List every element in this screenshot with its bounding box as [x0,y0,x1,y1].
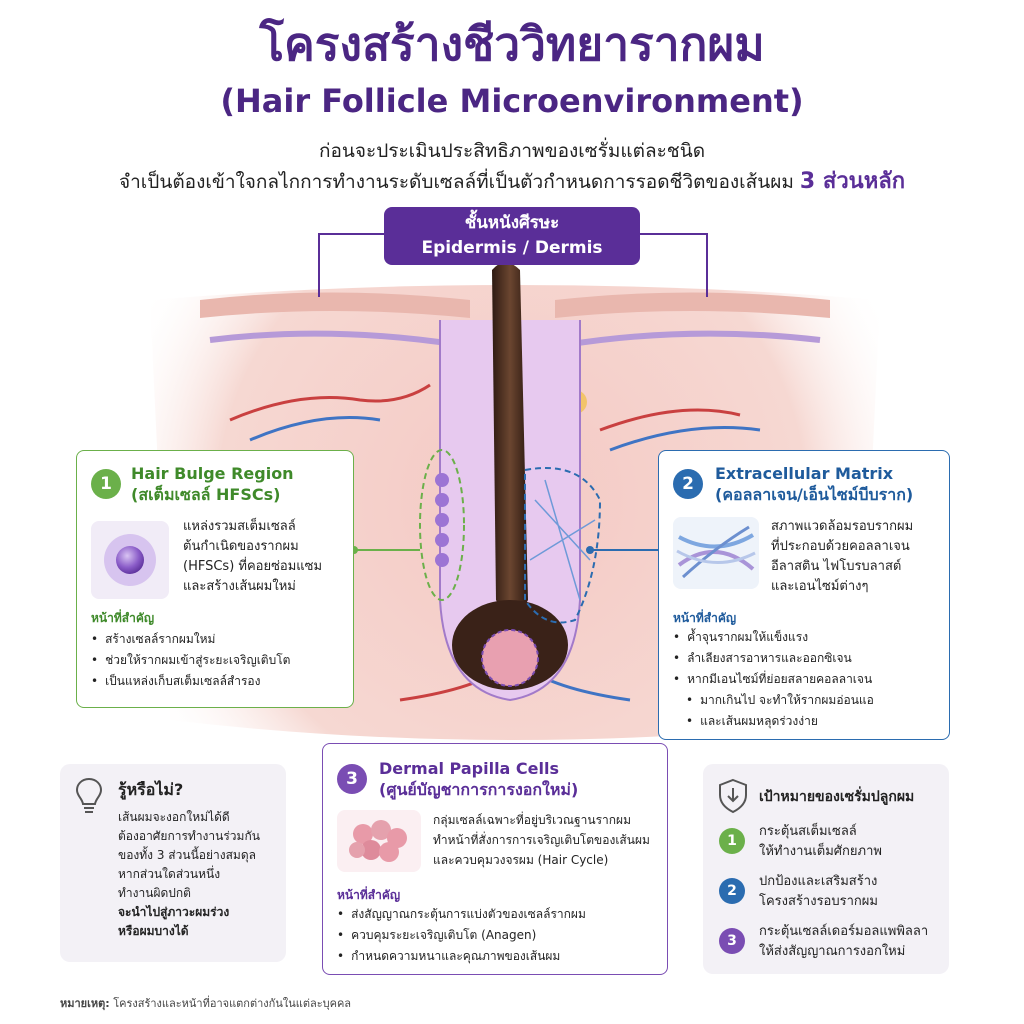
card-title: Hair Bulge Region [131,464,294,483]
epidermis-layer [200,292,470,318]
lightbulb-icon [75,777,103,813]
goal-item-1: 1 กระตุ้นสเต็มเซลล์ ให้ทำงานเต็มศักยภาพ [719,822,943,866]
footnote-label: หมายเหตุ: [60,997,110,1010]
page-subtitle: (Hair Follicle Microenvironment) [220,82,804,120]
intro-line-2: จำเป็นต้องเข้าใจกลไกการทำงานระดับเซลล์ที… [0,166,1024,198]
card-description: กลุ่มเซลล์เฉพาะที่อยู่บริเวณฐานรากผม ทำห… [433,813,650,867]
card-subtitle: (คอลลาเจน/เอ็นไซม์บีบราก) [715,485,914,504]
goal-text: กระตุ้นสเต็มเซลล์ ให้ทำงานเต็มศักยภาพ [759,824,882,859]
card-role-label: หน้าที่สำคัญ [337,888,401,902]
list-item-continued: มากเกินไป จะทำให้รากผมอ่อนแอ [673,690,874,711]
list-item: เป็นแหล่งเก็บสเต็มเซลล์สำรอง [91,671,290,692]
did-you-know-text: เส้นผมจะงอกใหม่ได้ดี ต้องอาศัยการทำงานร่… [118,810,260,938]
card-dermal-papilla: 3 Dermal Papilla Cells (ศูนย์บัญชาการการ… [322,743,668,975]
card-number: 3 [337,764,367,794]
collagen-fibers-icon [673,517,759,589]
goal-text: ปกป้องและเสริมสร้าง โครงสร้างรอบรากผม [759,874,878,909]
list-item: ลำเลียงสารอาหารและออกซิเจน [673,648,874,669]
papilla-cells-icon [337,810,421,872]
goal-number: 3 [719,928,745,954]
card-extracellular-matrix: 2 Extracellular Matrix (คอลลาเจน/เอ็นไซม… [658,450,950,740]
footnote-text: โครงสร้างและหน้าที่อาจแตกต่างกันในแต่ละบ… [113,997,352,1010]
card-role-list: สร้างเซลล์รากผมใหม่ ช่วยให้รากผมเข้าสู่ร… [91,629,290,692]
footnote: หมายเหตุ: โครงสร้างและหน้าที่อาจแตกต่างก… [60,994,351,1012]
goal-item-2: 2 ปกป้องและเสริมสร้าง โครงสร้างรอบรากผม [719,872,943,916]
shield-check-icon [719,778,747,814]
card-hair-bulge: 1 Hair Bulge Region (สเต็มเซลล์ HFSCs) แ… [76,450,354,708]
serum-goal-box: เป้าหมายของเซรั่มปลูกผม 1 กระตุ้นสเต็มเซ… [703,764,949,974]
scalp-layer-label: ชั้นหนังศีรษะ Epidermis / Dermis [384,207,640,265]
list-item: ส่งสัญญาณกระตุ้นการแบ่งตัวของเซลล์รากผม [337,904,586,925]
list-item: กำหนดความหนาและคุณภาพของเส้นผม [337,946,586,967]
goal-number: 2 [719,878,745,904]
list-item: ค้ำจุนรากผมให้แข็งแรง [673,627,874,648]
hair-shaft [492,262,528,615]
list-item: หากมีเอนไซม์ที่ย่อยสลายคอลลาเจน [673,669,874,690]
list-item-continued: และเส้นผมหลุดร่วงง่าย [673,711,874,732]
blood-vessel [229,383,431,422]
intro-line-1: ก่อนจะประเมินประสิทธิภาพของเซรั่มแต่ละชน… [318,140,706,162]
dermal-papilla [481,629,539,687]
intro-highlight: 3 ส่วนหลัก [799,169,906,194]
bulge-region-marker [419,449,465,601]
card-number: 1 [91,469,121,499]
card-role-label: หน้าที่สำคัญ [673,611,737,625]
list-item: ช่วยให้รากผมเข้าสู่ระยะเจริญเติบโต [91,650,290,671]
card-title: Extracellular Matrix [715,464,894,483]
page-title: โครงสร้างชีววิทยารากผม [259,17,765,71]
card-subtitle: (สเต็มเซลล์ HFSCs) [131,485,281,504]
list-item: ควบคุมระยะเจริญเติบโต (Anagen) [337,925,586,946]
goal-item-3: 3 กระตุ้นเซลล์เดอร์มอลแพพิลลา ให้ส่งสัญญ… [719,922,943,966]
card-subtitle: (ศูนย์บัญชาการการงอกใหม่) [379,780,579,799]
goal-number: 1 [719,828,745,854]
card-description: แหล่งรวมสเต็มเซลล์ ต้นกำเนิดของรากผม (HF… [183,519,323,594]
did-you-know-title: รู้หรือไม่? [118,780,184,799]
card-description: สภาพแวดล้อมรอบรากผม ที่ประกอบด้วยคอลลาเจ… [771,519,914,594]
scalp-label-en: Epidermis / Dermis [421,238,603,258]
goal-text: กระตุ้นเซลล์เดอร์มอลแพพิลลา ให้ส่งสัญญาณ… [759,924,929,959]
card-title: Dermal Papilla Cells [379,759,559,778]
card-role-label: หน้าที่สำคัญ [91,611,155,625]
list-item: สร้างเซลล์รากผมใหม่ [91,629,290,650]
goal-title: เป้าหมายของเซรั่มปลูกผม [759,789,915,805]
scalp-label-thai: ชั้นหนังศีรษะ [464,213,560,233]
card-role-list: ค้ำจุนรากผมให้แข็งแรง ลำเลียงสารอาหารและ… [673,627,874,732]
did-you-know-box: รู้หรือไม่? เส้นผมจะงอกใหม่ได้ดี ต้องอาศ… [60,764,286,962]
card-role-list: ส่งสัญญาณกระตุ้นการแบ่งตัวของเซลล์รากผม … [337,904,586,967]
stem-cell-icon [91,521,169,599]
card-number: 2 [673,469,703,499]
intro-text: จำเป็นต้องเข้าใจกลไกการทำงานระดับเซลล์ที… [118,171,794,193]
